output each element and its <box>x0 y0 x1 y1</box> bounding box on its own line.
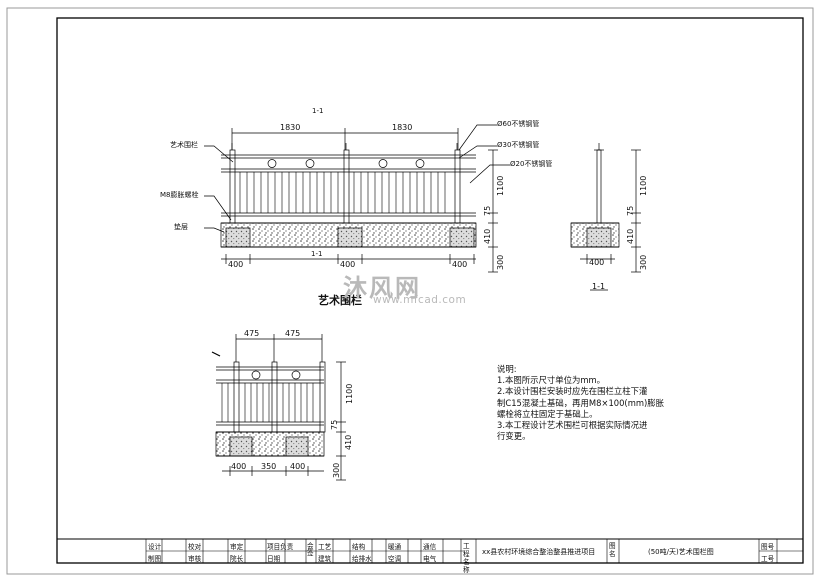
notes-line: 行变更。 <box>497 431 531 442</box>
tb-process: 工艺 <box>318 543 332 551</box>
tb-director: 院长 <box>230 555 244 563</box>
detail-dim-b1: 400 <box>231 462 247 471</box>
callout-anchor-bolt: M8膨胀螺栓 <box>160 191 199 199</box>
tb-sheet-label: 工号 <box>761 555 775 563</box>
section-mark-top: 1-1 <box>312 107 324 115</box>
notes-title: 说明: <box>497 364 517 374</box>
section-title: 1-1 <box>592 282 606 291</box>
detail-dim-top-1: 475 <box>244 329 260 338</box>
inner-border <box>56 17 804 564</box>
dim-base-left: 400 <box>228 260 244 269</box>
tb-review: 审核 <box>188 555 202 563</box>
tb-project-label: 工程名称 <box>463 542 470 574</box>
elevation-title: 艺术围栏 <box>318 294 362 307</box>
dim-h-410: 410 <box>483 228 492 244</box>
callout-art-rail: 艺术围栏 <box>170 141 198 149</box>
tb-drawing-name: (50吨/天)艺术围栏图 <box>648 548 714 556</box>
watermark-brand: 沐风网 <box>343 274 421 302</box>
detail-dim-h-300: 300 <box>332 462 341 478</box>
tb-arch: 建筑 <box>318 555 332 563</box>
dim-h-total: 1100 <box>496 175 505 196</box>
tb-ac: 空调 <box>388 555 402 563</box>
dim-span-2: 1830 <box>392 123 413 132</box>
tb-hvac: 暖通 <box>388 543 402 551</box>
tb-design: 设计 <box>148 543 162 551</box>
tb-plumbing: 给排水 <box>352 555 372 563</box>
title-block-grid <box>56 538 804 564</box>
detail-dim-h-total: 1100 <box>345 383 354 404</box>
tb-check: 校对 <box>188 543 202 551</box>
main-elevation <box>204 124 510 273</box>
tb-draw: 制图 <box>148 555 162 563</box>
tb-elec: 电气 <box>423 555 437 563</box>
pipe-30-label: Ø30不锈钢管 <box>497 141 540 149</box>
notes-block: 说明: 1.本图所示尺寸单位为mm。 2.本设计围栏安装时应先在围栏立柱下灌 制… <box>497 364 667 442</box>
tb-project: xx县农村环境综合整治整县推进项目 <box>482 548 596 556</box>
detail-elevation <box>211 334 346 481</box>
detail-dim-b3: 400 <box>290 462 306 471</box>
detail-dim-b2: 350 <box>261 462 277 471</box>
detail-dim-h-410: 410 <box>344 434 353 450</box>
notes-line: 制C15混凝土基础，再用M8×100(mm)膨胀 <box>497 397 665 408</box>
tb-comm: 通信 <box>423 543 437 551</box>
detail-dim-h-75: 75 <box>330 419 339 430</box>
pipe-20-label: Ø20不锈钢管 <box>510 160 553 168</box>
section-dim-h-300: 300 <box>639 254 648 270</box>
notes-line: 3.本工程设计艺术围栏可根据实际情况进 <box>497 420 648 431</box>
dim-h-300: 300 <box>496 254 505 270</box>
outer-border <box>6 7 814 575</box>
tb-no-label: 图号 <box>761 543 775 551</box>
tb-approve: 审定 <box>230 543 244 551</box>
notes-line: 1.本图所示尺寸单位为mm。 <box>497 375 606 386</box>
section-dim-h-410: 410 <box>626 228 635 244</box>
dim-base-mid: 400 <box>340 260 356 269</box>
callout-foundation: 垫层 <box>174 223 188 231</box>
pipe-60-label: Ø60不锈钢管 <box>497 120 540 128</box>
dim-span-1: 1830 <box>280 123 301 132</box>
tb-pm: 项目负责 <box>267 543 294 551</box>
section-dim-h-total: 1100 <box>639 175 648 196</box>
tb-drawing-label: 图名 <box>609 542 616 558</box>
dim-base-right: 400 <box>452 260 468 269</box>
dim-h-75: 75 <box>483 205 492 216</box>
section-view <box>570 143 641 291</box>
section-mark-mid: 1-1 <box>311 250 323 258</box>
notes-line: 螺栓将立柱固定于基础上。 <box>497 408 598 419</box>
detail-dim-top-2: 475 <box>285 329 301 338</box>
watermark-url: www.mfcad.com <box>373 294 467 306</box>
watermark: 沐风网 www.mfcad.com <box>343 268 466 306</box>
section-dim-base: 400 <box>589 258 605 267</box>
tb-date: 日期 <box>267 555 281 563</box>
notes-line: 2.本设计围栏安装时应先在围栏立柱下灌 <box>497 386 648 397</box>
tb-struct: 结构 <box>352 543 366 551</box>
section-dim-h-75: 75 <box>626 205 635 216</box>
tb-countersign: 会签 <box>307 542 314 557</box>
